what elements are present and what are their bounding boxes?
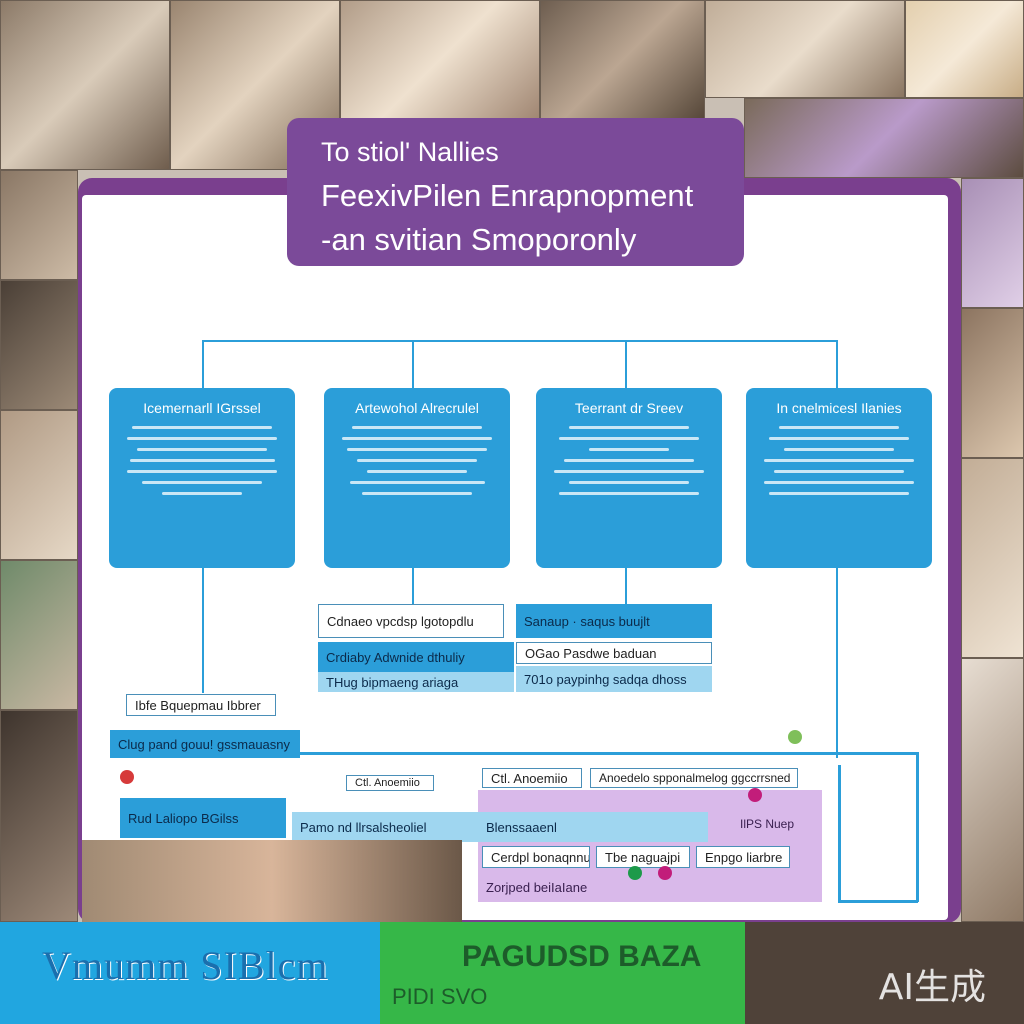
footer-band: Vmumm SIBlcm PAGUDSD BAZA PIDI SVO AI生成 [0, 922, 1024, 1024]
connector-line [300, 752, 916, 755]
marker-dot [788, 730, 802, 744]
ai-watermark: AI生成 [878, 967, 986, 1008]
connector-line [412, 340, 414, 388]
title-line-2: FeexivPilen Enrapnopment [321, 178, 694, 213]
category-card: In cnelmicesl Ilanies [746, 388, 932, 568]
footer-green-text: PAGUDSD BAZA [462, 940, 702, 973]
collage-photo [0, 410, 78, 560]
footer-title: Vmumm SIBlcm [42, 943, 329, 988]
title-line-1: To stiol' Nallies [321, 137, 499, 167]
flow-bar: IlPS Nuep [732, 806, 802, 842]
connector-line [836, 568, 838, 758]
collage-photo [0, 560, 78, 710]
flow-bar: 701o paypinhg sadqa dhoss [516, 666, 712, 692]
flow-bar: Rud Laliopo BGilss [120, 798, 286, 838]
connector-line [836, 340, 838, 388]
connector-line [202, 340, 204, 388]
collage-photo [0, 0, 170, 170]
flow-bar: Sanaup · saqus buujlt [516, 604, 712, 638]
connector-line [625, 340, 627, 388]
collage-photo [905, 0, 1024, 98]
footer-green-block [380, 922, 750, 1024]
card-title: Icemernarll IGrssel [143, 400, 261, 416]
connector-line [916, 752, 919, 902]
collage-photo [0, 710, 78, 922]
card-title: In cnelmicesl Ilanies [776, 400, 902, 416]
connector-line [838, 765, 841, 901]
flow-bar: THug bipmaeng ariaga [318, 672, 514, 692]
card-title: Artewohol Alrecrulel [355, 400, 479, 416]
title-box: To stiol' Nallies FeexivPilen Enrapnopme… [287, 118, 744, 266]
category-card: Icemernarll IGrssel [109, 388, 295, 568]
flow-bar: Cerdpl bonaqnnus [482, 846, 590, 868]
collage-photo [961, 308, 1024, 458]
footer-blue-block [0, 922, 395, 1024]
connector-line [202, 568, 204, 693]
category-card: Teerrant dr Sreev [536, 388, 722, 568]
flow-bar: Ibfe Bquepmau Ibbrer [126, 694, 276, 716]
footer-green-subtext: PIDI SVO [392, 984, 488, 1009]
marker-dot [658, 866, 672, 880]
collage-photo [745, 922, 1024, 1024]
connector-line [202, 340, 838, 342]
flow-bar: Ctl. Anoemiio [482, 768, 582, 788]
collage-photo [961, 658, 1024, 922]
flow-bar: Enpgo liarbre [696, 846, 790, 868]
collage-photo [340, 0, 540, 120]
flow-bar: Crdiaby Adwnide dthuliy [318, 642, 514, 672]
card-title: Teerrant dr Sreev [574, 400, 684, 416]
marker-dot [120, 770, 134, 784]
marker-dot [628, 866, 642, 880]
collage-photo [744, 98, 1024, 178]
collage-photo [961, 178, 1024, 308]
flow-bar: Ctl. Anoemiio [346, 775, 434, 791]
collage-photo [540, 0, 705, 120]
connector-line [625, 568, 627, 604]
category-card: Artewohol Alrecrulel [324, 388, 510, 568]
flow-bar: Clug pand gouu! gssmauasny [110, 730, 300, 758]
collage-photo [705, 0, 905, 98]
title-line-3: -an svitian Smoporonly [321, 222, 637, 257]
connector-line [838, 900, 918, 903]
collage-photo [0, 170, 78, 280]
collage-photo [0, 280, 78, 410]
marker-dot [748, 788, 762, 802]
flow-bar: Anoedelo spponalmelog ggccrrsned [590, 768, 798, 788]
connector-line [412, 568, 414, 604]
flow-bar: Blenssaaenl [478, 812, 708, 842]
flow-bar: Cdnaeo vpcdsp lgotopdlu [318, 604, 504, 638]
collage-photo [82, 840, 462, 922]
flow-bar: OGao Pasdwe baduan [516, 642, 712, 664]
flow-bar: Pamo nd llrsalsheoliel [292, 812, 478, 842]
flow-bar: Tbe naguajpi [596, 846, 690, 868]
collage-photo [961, 458, 1024, 658]
